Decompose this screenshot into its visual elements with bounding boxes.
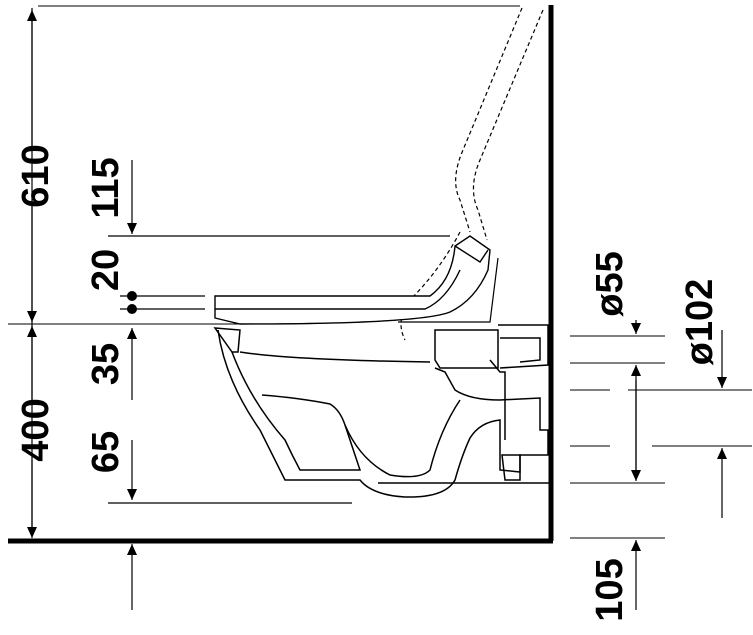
seat-bottom-dot xyxy=(127,304,137,314)
dim-o55-label: ø55 xyxy=(589,251,631,316)
dim-115-label: 115 xyxy=(85,157,127,218)
dim-o102-label: ø102 xyxy=(679,279,721,366)
dim-20-label: 20 xyxy=(85,249,127,291)
dim-610-label: 610 xyxy=(15,144,57,207)
outlet-dimensions xyxy=(570,320,752,610)
toilet-seat xyxy=(214,235,491,325)
dim-35-label: 35 xyxy=(85,343,127,385)
wall-and-floor xyxy=(8,5,554,544)
dim-400-label: 400 xyxy=(15,398,57,461)
toilet-bowl xyxy=(213,257,552,498)
dimension-labels: 610 400 115 20 35 65 105 ø55 ø102 xyxy=(15,144,721,621)
dim-105-label: 105 xyxy=(589,558,631,621)
seat-top-dot xyxy=(127,291,137,301)
dim-65-label: 65 xyxy=(85,431,127,473)
